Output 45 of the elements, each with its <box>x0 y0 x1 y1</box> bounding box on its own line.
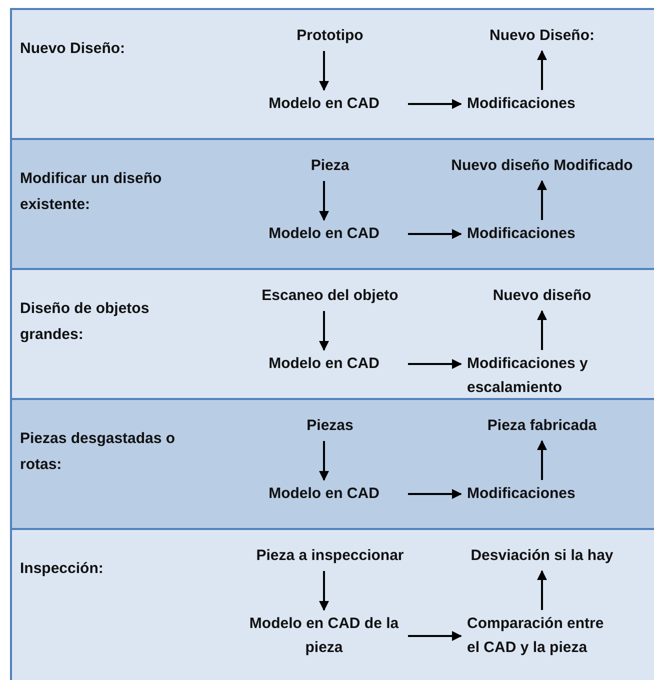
section-heading: Piezas desgastadas o rotas: <box>20 429 176 475</box>
step-label: Pieza <box>235 154 425 178</box>
step-label: Modelo en CAD <box>244 92 404 116</box>
section-heading: Diseño de objetos grandes: <box>20 299 150 345</box>
arrow <box>537 570 547 610</box>
arrow <box>408 489 462 499</box>
band-panel <box>10 268 654 400</box>
arrow <box>319 51 329 91</box>
band-panel <box>10 8 654 140</box>
step-label: Nuevo diseño <box>437 284 647 308</box>
step-label: Pieza fabricada <box>437 414 647 438</box>
arrow <box>319 311 329 351</box>
step-label: Modelo en CAD <box>244 352 404 376</box>
step-label: Modelo en CAD <box>244 482 404 506</box>
step-label: Prototipo <box>235 24 425 48</box>
step-label: Comparación entre el CAD y la pieza <box>467 612 617 660</box>
step-label: Nuevo Diseño: <box>437 24 647 48</box>
arrow <box>537 440 547 480</box>
arrow <box>408 631 462 641</box>
step-label: Escaneo del objeto <box>235 284 425 308</box>
section-heading: Inspección: <box>20 559 104 579</box>
arrow <box>408 229 462 239</box>
arrow <box>319 441 329 481</box>
arrow <box>537 180 547 220</box>
step-label: Modelo en CAD <box>244 222 404 246</box>
arrow <box>408 359 462 369</box>
arrow <box>319 181 329 221</box>
arrow <box>319 571 329 611</box>
arrow <box>408 99 462 109</box>
step-label: Modificaciones y escalamiento <box>467 352 617 400</box>
band-panel <box>10 138 654 270</box>
step-label: Modificaciones <box>467 482 617 506</box>
step-label: Nuevo diseño Modificado <box>437 154 647 178</box>
step-label: Modificaciones <box>467 222 617 246</box>
band-panel <box>10 398 654 530</box>
band-panel <box>10 528 654 680</box>
arrow <box>537 50 547 90</box>
step-label: Modelo en CAD de la pieza <box>244 612 404 660</box>
step-label: Desviación si la hay <box>437 544 647 568</box>
step-label: Pieza a inspeccionar <box>235 544 425 568</box>
step-label: Piezas <box>235 414 425 438</box>
section-heading: Nuevo Diseño: <box>20 39 126 59</box>
step-label: Modificaciones <box>467 92 617 116</box>
section-heading: Modificar un diseño existente: <box>20 169 163 215</box>
arrow <box>537 310 547 350</box>
